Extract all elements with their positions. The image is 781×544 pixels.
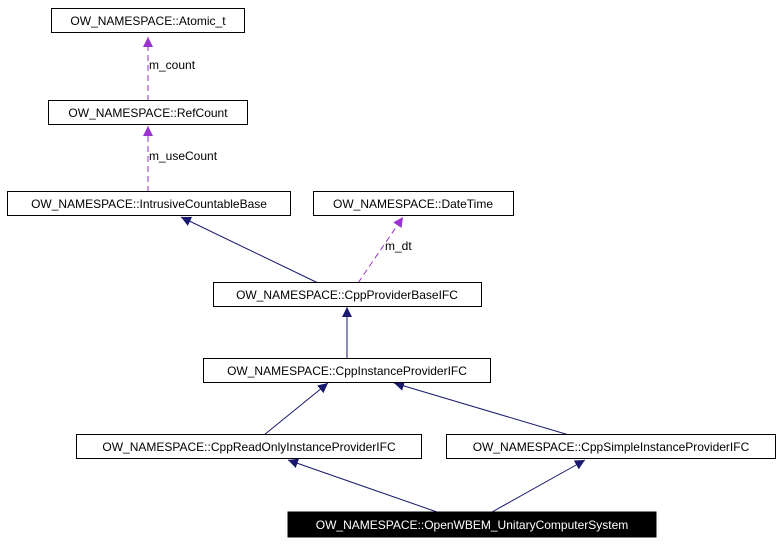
- node-instance[interactable]: OW_NAMESPACE::CppInstanceProviderIFC: [203, 358, 491, 383]
- edge-label-m-count: m_count: [149, 58, 196, 72]
- node-label: OW_NAMESPACE::CppProviderBaseIFC: [236, 288, 458, 302]
- node-label: OW_NAMESPACE::DateTime: [333, 197, 493, 211]
- node-unitary[interactable]: OW_NAMESPACE::OpenWBEM_UnitaryComputerSy…: [287, 511, 657, 538]
- edge-simple-to-instance: [393, 381, 570, 436]
- node-datetime[interactable]: OW_NAMESPACE::DateTime: [313, 191, 514, 216]
- node-label: OW_NAMESPACE::IntrusiveCountableBase: [31, 197, 267, 211]
- node-readonly[interactable]: OW_NAMESPACE::CppReadOnlyInstanceProvide…: [76, 434, 422, 459]
- inheritance-edges: [180, 216, 586, 513]
- node-providerbase[interactable]: OW_NAMESPACE::CppProviderBaseIFC: [213, 282, 482, 307]
- node-intrusive[interactable]: OW_NAMESPACE::IntrusiveCountableBase: [7, 191, 291, 216]
- node-refcount[interactable]: OW_NAMESPACE::RefCount: [48, 100, 248, 125]
- edge-providerbase-to-datetime: [357, 216, 404, 284]
- edge-unitary-to-readonly: [287, 458, 438, 513]
- edge-readonly-to-instance: [263, 382, 329, 436]
- edge-unitary-to-simple: [491, 459, 586, 513]
- node-atomic[interactable]: OW_NAMESPACE::Atomic_t: [51, 8, 245, 33]
- edge-label-m-dt: m_dt: [385, 239, 412, 253]
- node-label: OW_NAMESPACE::OpenWBEM_UnitaryComputerSy…: [316, 518, 629, 532]
- node-simple[interactable]: OW_NAMESPACE::CppSimpleInstanceProviderI…: [446, 434, 776, 459]
- node-label: OW_NAMESPACE::CppInstanceProviderIFC: [227, 364, 467, 378]
- node-label: OW_NAMESPACE::RefCount: [68, 106, 228, 120]
- edge-providerbase-to-intrusive: [180, 216, 319, 284]
- usage-edges: [143, 37, 404, 284]
- node-label: OW_NAMESPACE::CppReadOnlyInstanceProvide…: [102, 440, 396, 454]
- edge-label-m-usecount: m_useCount: [149, 149, 218, 163]
- node-label: OW_NAMESPACE::CppSimpleInstanceProviderI…: [473, 440, 750, 454]
- node-label: OW_NAMESPACE::Atomic_t: [70, 14, 226, 28]
